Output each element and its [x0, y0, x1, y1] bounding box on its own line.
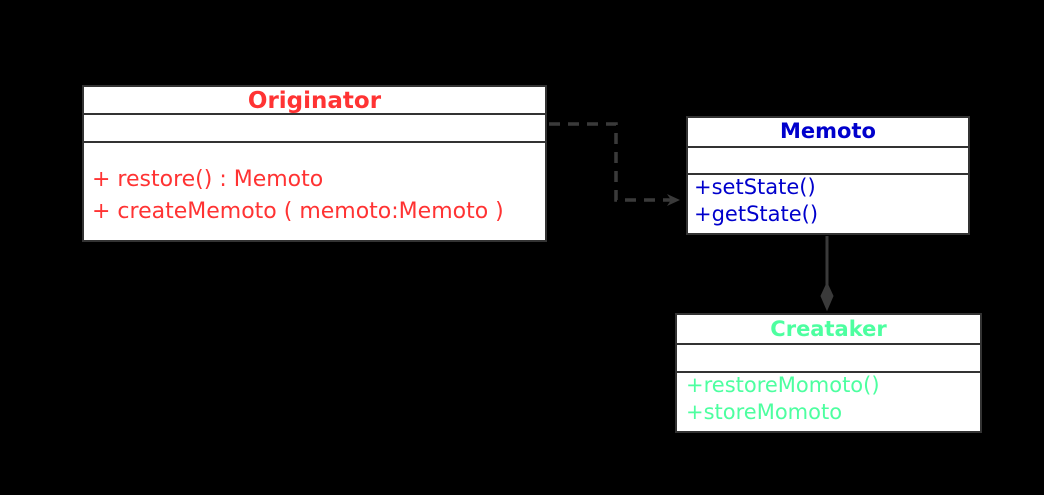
- attribute-compartment: [677, 345, 980, 373]
- method-compartment: + restore() : Memoto + createMemoto ( me…: [84, 143, 545, 240]
- composition-memoto-to-creataker: [820, 236, 834, 312]
- attribute-compartment: [688, 148, 968, 175]
- method-item: + restore() : Memoto: [92, 167, 324, 192]
- method-compartment: +setState() +getState(): [688, 175, 968, 233]
- dependency-originator-to-memoto: [549, 122, 680, 206]
- attribute-compartment: [84, 115, 545, 143]
- method-item: +setState(): [694, 175, 816, 199]
- class-title-memoto: Memoto: [780, 119, 876, 143]
- method-compartment: +restoreMomoto() +storeMomoto: [677, 373, 980, 431]
- class-name-compartment: Originator: [84, 87, 545, 115]
- class-name-compartment: Creataker: [677, 315, 980, 345]
- class-name-compartment: Memoto: [688, 118, 968, 148]
- method-item: +getState(): [694, 202, 819, 226]
- uml-class-creataker[interactable]: Creataker +restoreMomoto() +storeMomoto: [675, 313, 982, 433]
- uml-class-originator[interactable]: Originator + restore() : Memoto + create…: [82, 85, 547, 242]
- class-title-creataker: Creataker: [770, 317, 887, 341]
- class-title-originator: Originator: [247, 88, 382, 114]
- method-item: + createMemoto ( memoto:Memoto ): [92, 199, 504, 224]
- method-item: +storeMomoto: [686, 400, 843, 424]
- method-item: +restoreMomoto(): [686, 373, 880, 397]
- uml-class-memoto[interactable]: Memoto +setState() +getState(): [686, 116, 970, 235]
